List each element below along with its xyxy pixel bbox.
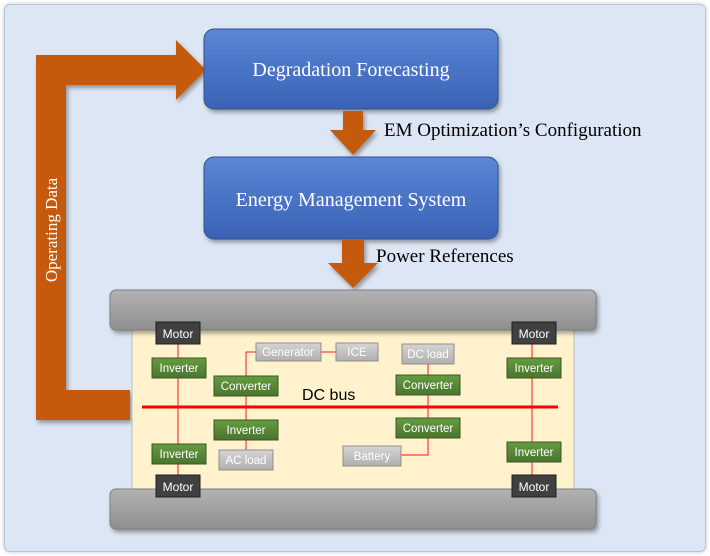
em-config-label: EM Optimization’s Configuration (384, 120, 642, 141)
degradation-forecasting-label: Degradation Forecasting (252, 59, 449, 81)
bottom-plate (109, 488, 597, 530)
energy-management-system-label: Energy Management System (236, 189, 467, 211)
svg-text:Motor: Motor (519, 480, 550, 494)
generator-box: Generator (255, 342, 322, 362)
battery-box: Battery (342, 445, 402, 467)
svg-text:Converter: Converter (403, 423, 454, 435)
svg-text:Converter: Converter (221, 381, 272, 393)
degradation-forecasting-box: Degradation Forecasting (203, 28, 499, 110)
svg-text:Motor: Motor (519, 327, 550, 341)
energy-management-system-box: Energy Management System (203, 156, 499, 240)
inverter-bottom-left: Inverter (151, 443, 207, 465)
svg-text:Motor: Motor (163, 480, 194, 494)
ac-load-box: AC load (218, 449, 274, 471)
motor-top-left: Motor (155, 321, 201, 345)
motor-top-right: Motor (511, 321, 557, 345)
top-plate (109, 289, 597, 331)
motor-bottom-right: Motor (511, 474, 557, 498)
svg-text:Motor: Motor (163, 327, 194, 341)
svg-text:Inverter: Inverter (515, 363, 554, 375)
power-references-label: Power References (376, 246, 514, 267)
svg-text:ICE: ICE (347, 347, 367, 359)
svg-text:Converter: Converter (403, 380, 454, 392)
svg-text:Inverter: Inverter (160, 363, 199, 375)
converter-dc-load: Converter (395, 374, 461, 396)
ice-box: ICE (335, 342, 379, 362)
inverter-top-left: Inverter (151, 357, 207, 379)
converter-generator: Converter (213, 375, 279, 397)
em-config-arrow (330, 111, 376, 155)
operating-data-label: Operating Data (42, 177, 61, 282)
inverter-top-right: Inverter (506, 357, 562, 379)
power-references-arrow (328, 240, 378, 288)
dc-load-box: DC load (401, 343, 455, 365)
inverter-ac: Inverter (213, 419, 279, 441)
svg-text:DC load: DC load (407, 349, 449, 361)
operating-data-arrow (36, 40, 206, 420)
svg-text:Inverter: Inverter (227, 425, 266, 437)
svg-text:Generator: Generator (262, 347, 314, 359)
svg-text:AC load: AC load (226, 455, 267, 467)
svg-text:Inverter: Inverter (160, 449, 199, 461)
svg-text:Inverter: Inverter (515, 447, 554, 459)
motor-bottom-left: Motor (155, 474, 201, 498)
svg-text:Battery: Battery (354, 451, 391, 463)
converter-battery: Converter (395, 417, 461, 439)
dc-bus-label: DC bus (302, 387, 355, 404)
inverter-bottom-right: Inverter (506, 441, 562, 463)
